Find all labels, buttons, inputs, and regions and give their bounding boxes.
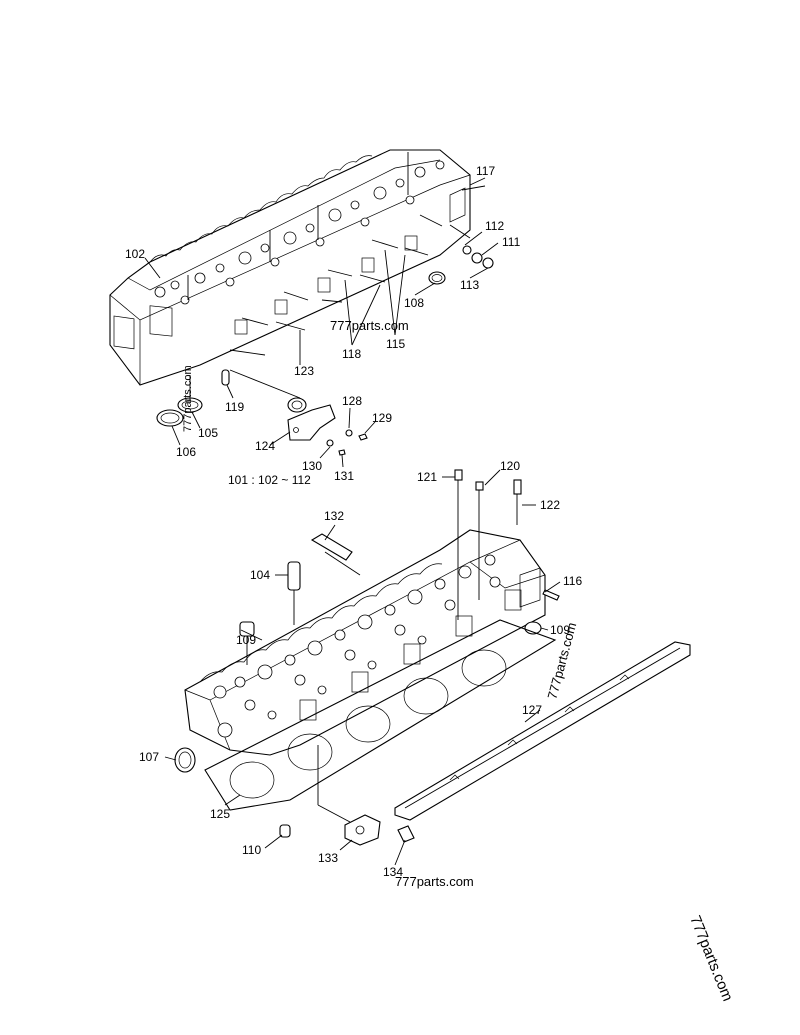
- callout-115: 115: [386, 337, 405, 351]
- callout-129: 129: [372, 411, 392, 425]
- callout-128: 128: [342, 394, 362, 408]
- callout-109-left: 109: [236, 633, 256, 647]
- callout-125: 125: [210, 807, 230, 821]
- callout-127: 127: [522, 703, 542, 717]
- callout-112: 112: [485, 219, 504, 233]
- head-gasket-125: [204, 619, 557, 811]
- watermark-bottom: 777parts.com: [395, 874, 474, 889]
- lower-head-side-ports: [299, 589, 522, 721]
- callout-131: 131: [334, 469, 354, 483]
- callout-111: 111: [502, 235, 521, 249]
- upper-seals: [156, 369, 230, 427]
- callout-122: 122: [540, 498, 560, 512]
- assembly-note: 101 : 102 ~ 112: [228, 473, 311, 487]
- callout-119: 119: [225, 400, 244, 414]
- watermark-corner: 777parts.com: [686, 913, 736, 1004]
- lower-head-holes: [213, 554, 501, 720]
- callout-133: 133: [318, 851, 338, 865]
- leader-lines: [144, 177, 561, 866]
- head-bolts: [454, 469, 522, 620]
- callout-104: 104: [250, 568, 270, 582]
- lower-cylinder-head: [184, 529, 546, 756]
- upper-head-studs: [229, 185, 486, 356]
- bracket-124: [229, 369, 368, 456]
- callout-132: 132: [324, 509, 344, 523]
- callout-116: 116: [563, 574, 582, 588]
- callout-106: 106: [176, 445, 196, 459]
- callout-108: 108: [404, 296, 424, 310]
- upper-head-port-holes: [154, 160, 445, 305]
- callout-110: 110: [242, 843, 261, 857]
- callout-113: 113: [460, 278, 479, 292]
- callout-130: 130: [302, 459, 322, 473]
- callout-109-right: 109: [550, 623, 570, 637]
- callout-102: 102: [125, 247, 145, 261]
- watermark-upper: 777parts.com: [330, 318, 409, 333]
- upper-small-parts: [428, 245, 494, 285]
- callout-120: 120: [500, 459, 520, 473]
- cover-plate-133: [317, 745, 415, 846]
- watermark-left-vertical: 777parts.com: [182, 365, 194, 432]
- long-strip-127: [394, 641, 691, 821]
- callout-107: 107: [139, 750, 159, 764]
- upper-cylinder-head: [109, 149, 471, 386]
- callout-123: 123: [294, 364, 314, 378]
- callout-labels: 102 117 112 111 113 108 115 118 123 119 …: [125, 164, 582, 879]
- callout-118: 118: [342, 347, 361, 361]
- callout-124: 124: [255, 439, 275, 453]
- callout-121: 121: [417, 470, 437, 484]
- callout-134: 134: [383, 865, 403, 879]
- callout-105: 105: [198, 426, 218, 440]
- callout-117: 117: [476, 164, 495, 178]
